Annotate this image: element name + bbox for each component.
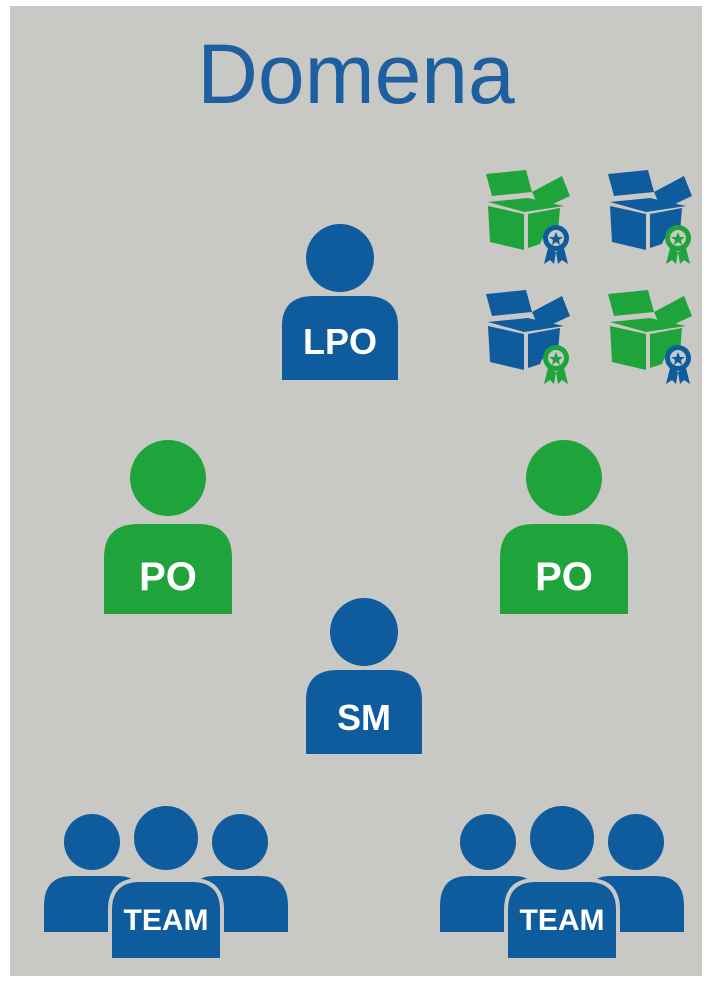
domain-canvas: Domena LPO PO PO SM	[10, 6, 702, 976]
page-title: Domena	[197, 27, 515, 121]
award-box-icon	[600, 286, 700, 391]
team-right-label: TEAM	[520, 904, 605, 937]
team-left-group-icon: TEAM	[42, 802, 290, 962]
award-box-icon	[600, 166, 700, 271]
team-left-label: TEAM	[124, 904, 209, 937]
team-right-group-icon: TEAM	[438, 802, 686, 962]
lpo-person-icon: LPO	[278, 222, 402, 382]
lpo-label: LPO	[303, 321, 377, 362]
award-box-icon	[478, 286, 578, 391]
sm-label: SM	[337, 697, 391, 738]
award-box-icon	[478, 166, 578, 271]
sm-person-icon: SM	[302, 596, 426, 756]
po-right-person-icon: PO	[496, 440, 632, 616]
po-right-label: PO	[535, 555, 593, 599]
po-left-person-icon: PO	[100, 440, 236, 616]
po-left-label: PO	[139, 555, 197, 599]
